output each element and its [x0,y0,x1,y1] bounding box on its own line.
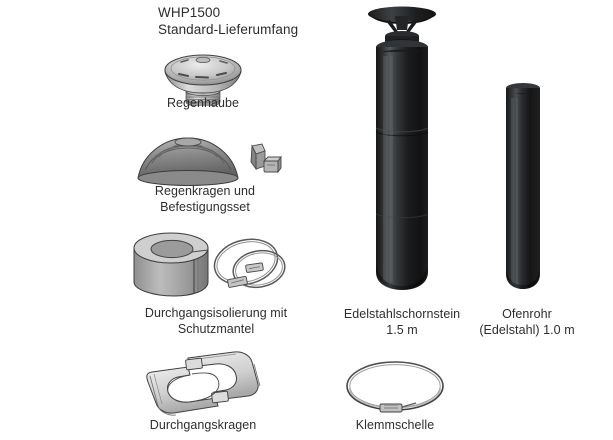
insulation-sleeve-icon [128,228,300,300]
rain-cap-icon [150,48,256,106]
stove-pipe-icon [495,78,551,292]
caption-klemmschelle: Klemmschelle [355,418,435,432]
product-code: WHP1500 [158,5,221,20]
page-title: WHP1500 Standard-Lieferumfang [158,4,418,38]
caption-durchgangsisolierung: Durchgangsisolierung mit Schutzmantel [144,306,288,336]
product-subtitle: Standard-Lieferumfang [158,22,299,37]
stainless-chimney-icon [352,0,452,292]
caption-regenkragen: Regenkragen und Befestigungsset [154,184,256,214]
passage-collar-icon [130,350,270,416]
clamp-ring-icon [340,358,450,418]
caption-regenhaube: Regenhaube [166,96,240,110]
caption-edelstahlschornstein: Edelstahlschornstein 1.5 m [343,307,461,337]
caption-ofenrohr: Ofenrohr (Edelstahl) 1.0 m [479,307,575,337]
rain-collar-icon [132,132,292,188]
caption-durchgangskragen: Durchgangskragen [149,418,257,432]
